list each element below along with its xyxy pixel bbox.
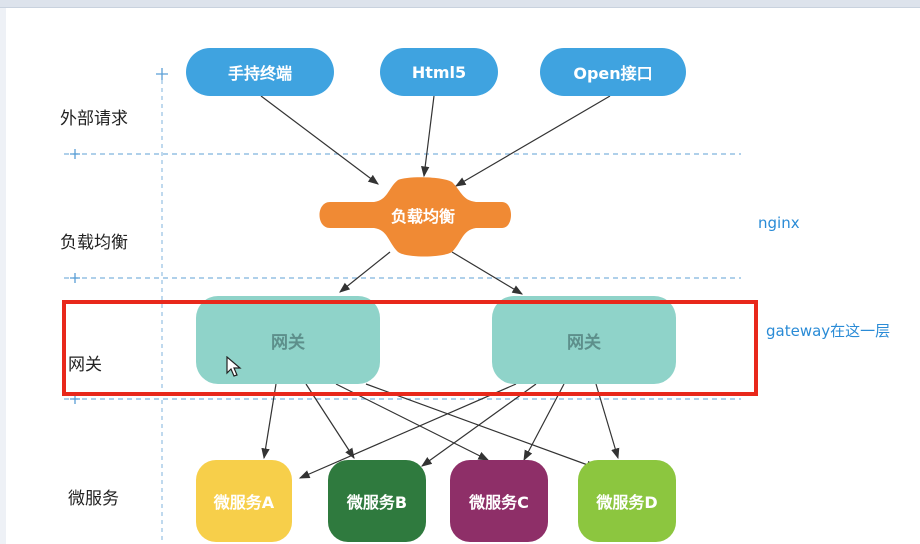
arrow-gw1-to-b <box>305 383 355 460</box>
client-open-api-node: Open接口 <box>540 48 686 96</box>
service-c-node: 微服务C <box>450 460 548 542</box>
layer-label-microservices: 微服务 <box>68 489 119 509</box>
mouse-cursor-icon <box>226 356 242 377</box>
service-b-node: 微服务B <box>328 460 426 542</box>
arrow-balancer-to-gateway-2 <box>451 251 524 295</box>
service-a-node: 微服务A <box>196 460 292 542</box>
gateway-highlight-box <box>62 300 758 396</box>
layer-label-gateway: 网关 <box>68 355 102 375</box>
architecture-diagram: 外部请求 负载均衡 网关 微服务 手持终端 Html5 Open接口 负载均衡 … <box>6 8 920 544</box>
arrow-balancer-to-gateway-1 <box>339 251 391 293</box>
arrow-html5-to-balancer <box>421 95 435 178</box>
gateway-node-2: 网关 <box>492 296 676 384</box>
arrow-mobile-to-balancer <box>260 95 379 185</box>
load-balancer-shape <box>319 177 511 257</box>
load-balancer-label: 负载均衡 <box>390 207 455 226</box>
layer-label-external: 外部请求 <box>60 109 128 129</box>
service-d-node: 微服务D <box>578 460 676 542</box>
gateway-note: gateway在这一层 <box>766 322 891 340</box>
window-top-bar <box>0 0 920 8</box>
arrow-gw1-to-c <box>335 383 490 461</box>
diagram-lines <box>64 68 741 544</box>
arrow-gw1-to-a <box>261 383 277 460</box>
arrow-gw2-to-b <box>421 383 537 467</box>
nginx-note: nginx <box>758 214 800 232</box>
arrow-openapi-to-balancer <box>454 95 611 187</box>
client-html5-node: Html5 <box>380 48 498 96</box>
arrow-gw2-to-c <box>523 383 565 462</box>
arrow-gw1-to-d <box>365 383 598 469</box>
arrow-gw2-to-d <box>595 383 620 460</box>
client-mobile-node: 手持终端 <box>186 48 334 96</box>
layer-label-load-balance: 负载均衡 <box>60 233 128 253</box>
